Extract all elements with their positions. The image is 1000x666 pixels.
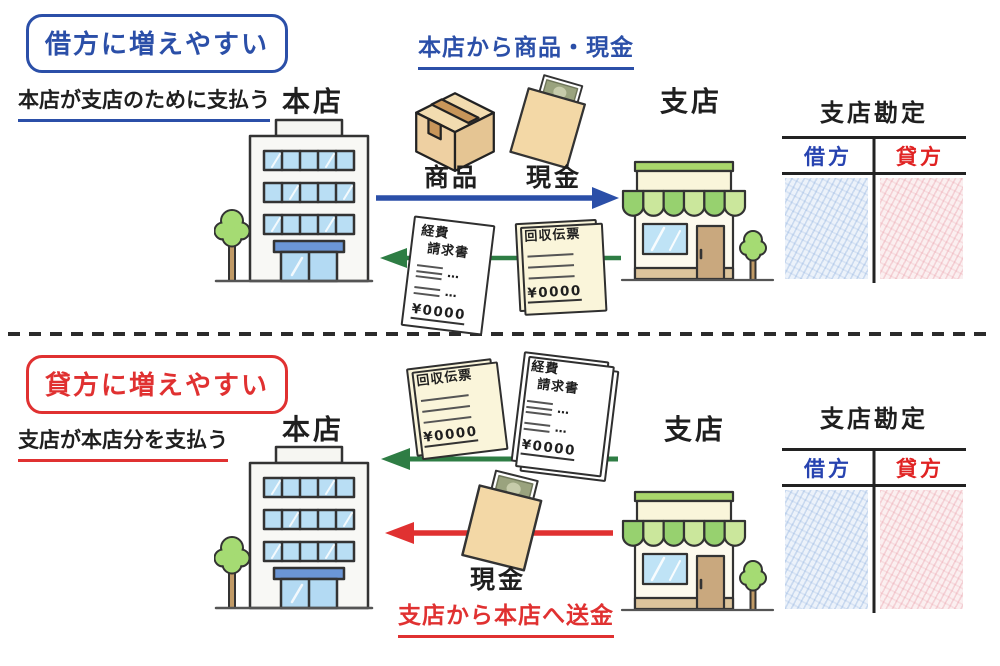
credit-column-header: 貸方 [896, 456, 944, 481]
ruled-line [422, 404, 471, 413]
section-divider [8, 332, 992, 336]
branch-label-top: 支店 [660, 85, 723, 118]
top-flow-label: 本店から商品・現金 [418, 28, 634, 70]
ruled-lines: … [413, 281, 478, 303]
collection-slip-amount: ¥0000 [422, 423, 479, 448]
cash-label-bottom: 現金 [470, 565, 527, 594]
debit-shaded-cell [785, 490, 868, 609]
collection-slip-document-top: 回収伝票 ¥0000 [514, 218, 602, 312]
head-office-building-illustration-bottom [214, 444, 374, 614]
t-account-divider [872, 451, 876, 613]
branch-store-illustration-bottom [620, 488, 775, 623]
collection-slip-title: 回収伝票 [415, 367, 474, 390]
debit-shaded-cell [785, 178, 868, 279]
branch-t-account-top: 支店勘定 借方 貸方 [782, 96, 966, 283]
t-account-title: 支店勘定 [820, 99, 928, 127]
goods-label-top: 商品 [424, 163, 481, 192]
ruled-line [528, 264, 575, 269]
debit-increase-badge: 借方に増えやすい [26, 14, 289, 73]
collection-slip-amount: ¥0000 [527, 282, 583, 304]
expense-invoice-document-top: 経費請求書 … … ¥0000 [400, 215, 496, 336]
expense-invoice-title: 経費請求書 [530, 359, 580, 397]
head-office-label-top: 本店 [282, 85, 345, 118]
bottom-flow-label: 支店から本店へ送金 [398, 596, 614, 638]
goods-cash-flow-arrow-right [376, 187, 619, 209]
credit-column-header: 貸方 [896, 144, 944, 169]
expense-invoice-document-bottom: 経費請求書 … … ¥0000 [510, 351, 610, 473]
ruled-lines: … [523, 417, 592, 439]
expense-invoice-amount: ¥0000 [520, 436, 577, 462]
branch-t-account-bottom: 支店勘定 借方 貸方 [782, 402, 966, 613]
head-office-building-illustration-top [214, 117, 374, 287]
t-account-divider [872, 139, 876, 283]
collection-slip-document-bottom: 回収伝票 ¥0000 [405, 358, 503, 457]
ruled-line [527, 253, 574, 258]
credit-increase-badge: 貸方に増えやすい [26, 355, 289, 414]
debit-column-header: 借方 [804, 456, 852, 481]
cash-label-top: 現金 [526, 163, 583, 192]
branch-store-illustration-top [620, 158, 775, 293]
ruled-line [423, 415, 472, 424]
branch-label-bottom: 支店 [664, 413, 727, 446]
top-subtitle: 本店が支店のために支払う [18, 84, 270, 122]
expense-invoice-title: 経費請求書 [420, 223, 470, 262]
debit-column-header: 借方 [804, 144, 852, 169]
cash-envelope-icon-top [506, 69, 594, 172]
t-account-title: 支店勘定 [820, 405, 928, 433]
collection-slip-title: 回収伝票 [524, 226, 581, 245]
bottom-subtitle: 支店が本店分を支払う [18, 424, 228, 462]
credit-shaded-cell [880, 178, 963, 279]
ruled-line [528, 275, 575, 280]
head-office-label-bottom: 本店 [282, 413, 345, 446]
expense-invoice-amount: ¥0000 [410, 301, 467, 326]
ruled-lines: … [415, 261, 482, 285]
cash-envelope-icon-bottom [458, 465, 551, 574]
credit-shaded-cell [880, 490, 963, 609]
ruled-line [420, 394, 469, 402]
